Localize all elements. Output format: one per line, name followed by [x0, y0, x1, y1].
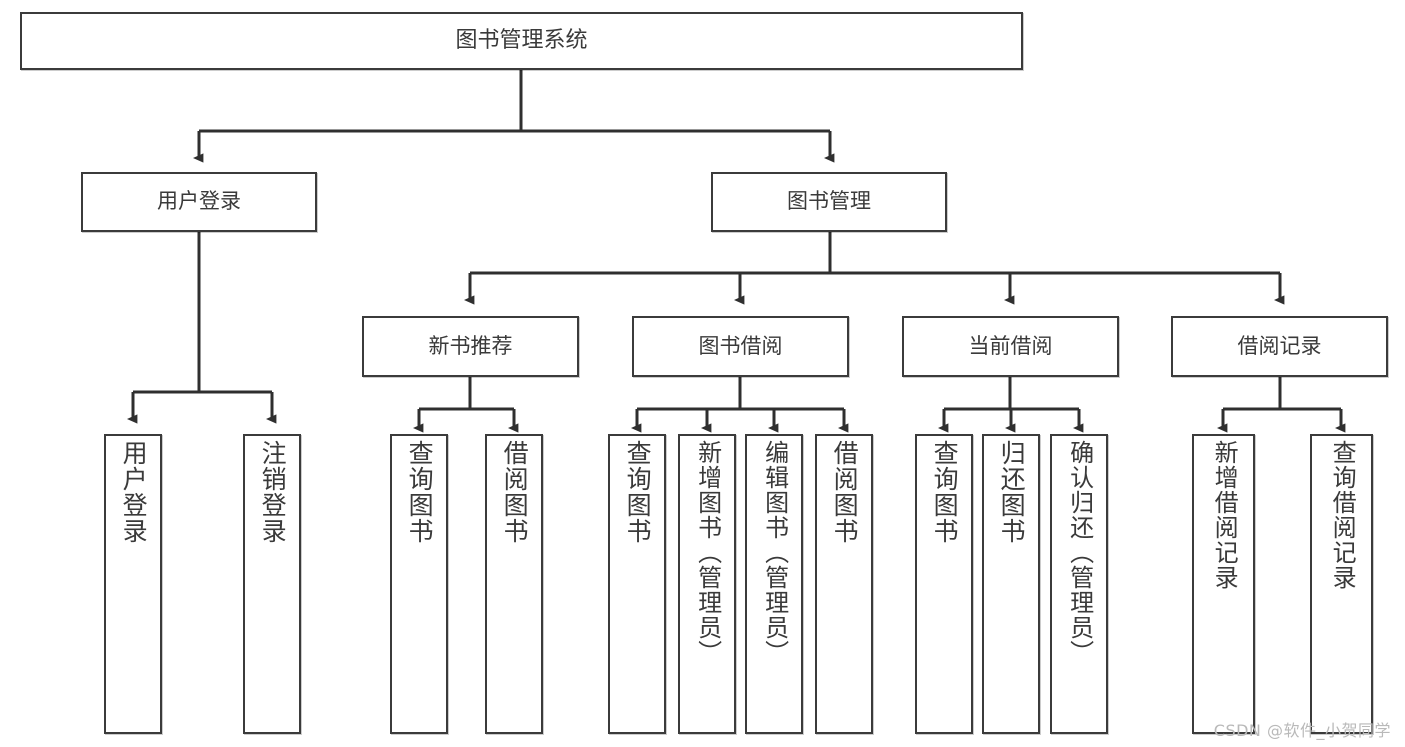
node-new-book-recommend[interactable]: 新书推荐 [362, 316, 579, 377]
node-book-borrow[interactable]: 图书借阅 [632, 316, 849, 377]
leaf-query-book-current[interactable]: 查询图书 [915, 434, 973, 734]
node-label: 用户登录 [157, 189, 241, 214]
node-label: 借阅记录 [1237, 333, 1322, 358]
leaf-edit-book-admin[interactable]: 编辑图书（管理员） [745, 434, 803, 734]
node-label: 查询借阅记录 [1328, 440, 1357, 590]
node-label: 归还图书 [997, 440, 1027, 544]
leaf-query-borrow-record[interactable]: 查询借阅记录 [1310, 434, 1373, 734]
leaf-query-book-newbook[interactable]: 查询图书 [390, 434, 448, 734]
leaf-confirm-return-admin[interactable]: 确认归还（管理员） [1050, 434, 1108, 734]
node-label: 用户登录 [119, 440, 149, 544]
node-label: 新增图书（管理员） [693, 440, 722, 665]
node-label: 编辑图书（管理员） [760, 440, 789, 665]
node-label: 新书推荐 [428, 333, 513, 358]
node-label: 图书管理 [787, 189, 871, 214]
node-label: 查询图书 [930, 440, 960, 544]
watermark: CSDN @软件_小贺同学 [1213, 721, 1391, 740]
node-label: 当前借阅 [968, 333, 1053, 358]
node-label: 借阅图书 [500, 440, 530, 544]
node-user-login[interactable]: 用户登录 [81, 172, 317, 232]
node-label: 借阅图书 [830, 440, 860, 544]
leaf-query-book-borrow[interactable]: 查询图书 [608, 434, 666, 734]
node-label: 确认归还（管理员） [1065, 440, 1094, 665]
leaf-borrow-book-newbook[interactable]: 借阅图书 [485, 434, 543, 734]
node-label: 图书借阅 [698, 333, 783, 358]
leaf-borrow-book[interactable]: 借阅图书 [815, 434, 873, 734]
node-system-root[interactable]: 图书管理系统 [20, 12, 1023, 70]
node-label: 注销登录 [258, 440, 288, 544]
leaf-add-book-admin[interactable]: 新增图书（管理员） [678, 434, 736, 734]
node-label: 查询图书 [623, 440, 653, 544]
leaf-logout-login[interactable]: 注销登录 [243, 434, 301, 734]
node-label: 图书管理系统 [455, 27, 588, 53]
node-book-management[interactable]: 图书管理 [711, 172, 947, 232]
node-borrow-record[interactable]: 借阅记录 [1171, 316, 1388, 377]
node-label: 查询图书 [405, 440, 435, 544]
leaf-user-login[interactable]: 用户登录 [104, 434, 162, 734]
leaf-add-borrow-record[interactable]: 新增借阅记录 [1192, 434, 1255, 734]
node-current-borrow[interactable]: 当前借阅 [902, 316, 1119, 377]
node-label: 新增借阅记录 [1210, 440, 1239, 590]
leaf-return-book[interactable]: 归还图书 [982, 434, 1040, 734]
